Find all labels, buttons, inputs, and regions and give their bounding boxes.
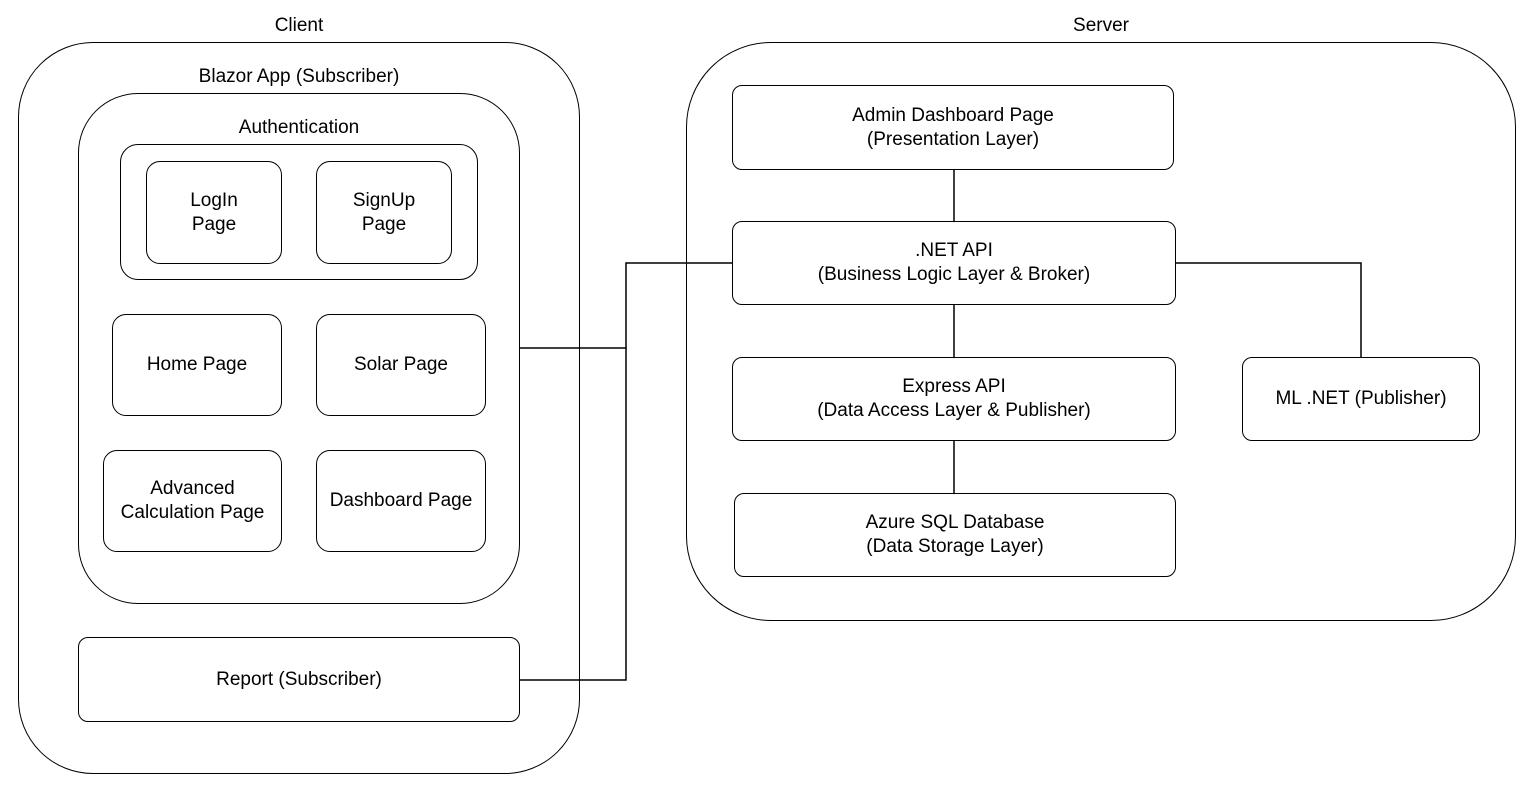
login-page-line1: LogIn — [190, 189, 238, 211]
connector-report-to-api — [520, 348, 627, 681]
blazor-app-title: Blazor App (Subscriber) — [198, 66, 400, 87]
dashboard-page-box[interactable]: Dashboard Page — [316, 450, 486, 552]
signup-page-box[interactable]: SignUp Page — [316, 161, 452, 264]
express-api-line2: (Data Access Layer & Publisher) — [817, 400, 1091, 421]
net-api-line1: .NET API — [915, 240, 993, 261]
solar-page-label: Solar Page — [353, 354, 448, 375]
advanced-calculation-line1: Advanced — [150, 478, 235, 499]
admin-dashboard-box[interactable]: Admin Dashboard Page (Presentation Layer… — [732, 85, 1174, 170]
home-page-box[interactable]: Home Page — [112, 314, 282, 416]
connector-blazor-to-api — [520, 262, 732, 349]
authentication-title: Authentication — [238, 117, 360, 138]
express-api-box[interactable]: Express API (Data Access Layer & Publish… — [732, 357, 1176, 441]
net-api-line2: (Business Logic Layer & Broker) — [817, 264, 1091, 285]
dashboard-page-label: Dashboard Page — [329, 490, 473, 511]
azure-sql-database-box[interactable]: Azure SQL Database (Data Storage Layer) — [734, 493, 1176, 577]
ml-net-publisher-box[interactable]: ML .NET (Publisher) — [1242, 357, 1480, 441]
admin-dashboard-line2: (Presentation Layer) — [866, 128, 1040, 150]
report-subscriber-label: Report (Subscriber) — [216, 668, 382, 690]
client-title: Client — [274, 15, 324, 36]
report-subscriber-box[interactable]: Report (Subscriber) — [78, 637, 520, 722]
advanced-calculation-page-box[interactable]: Advanced Calculation Page — [103, 450, 282, 552]
login-page-box[interactable]: LogIn Page — [146, 161, 282, 264]
express-api-line1: Express API — [902, 376, 1006, 397]
advanced-calculation-line2: Calculation Page — [120, 502, 265, 523]
login-page-line2: Page — [191, 213, 237, 235]
ml-net-label: ML .NET (Publisher) — [1275, 388, 1447, 409]
connector-api-to-ml — [1176, 262, 1362, 357]
home-page-label: Home Page — [146, 354, 248, 375]
azure-sql-line1: Azure SQL Database — [865, 512, 1045, 533]
signup-page-line1: SignUp — [352, 189, 416, 211]
solar-page-box[interactable]: Solar Page — [316, 314, 486, 416]
admin-dashboard-line1: Admin Dashboard Page — [852, 104, 1054, 126]
azure-sql-line2: (Data Storage Layer) — [866, 536, 1044, 557]
signup-page-line2: Page — [361, 213, 407, 235]
server-title: Server — [1073, 15, 1129, 36]
net-api-box[interactable]: .NET API (Business Logic Layer & Broker) — [732, 221, 1176, 305]
